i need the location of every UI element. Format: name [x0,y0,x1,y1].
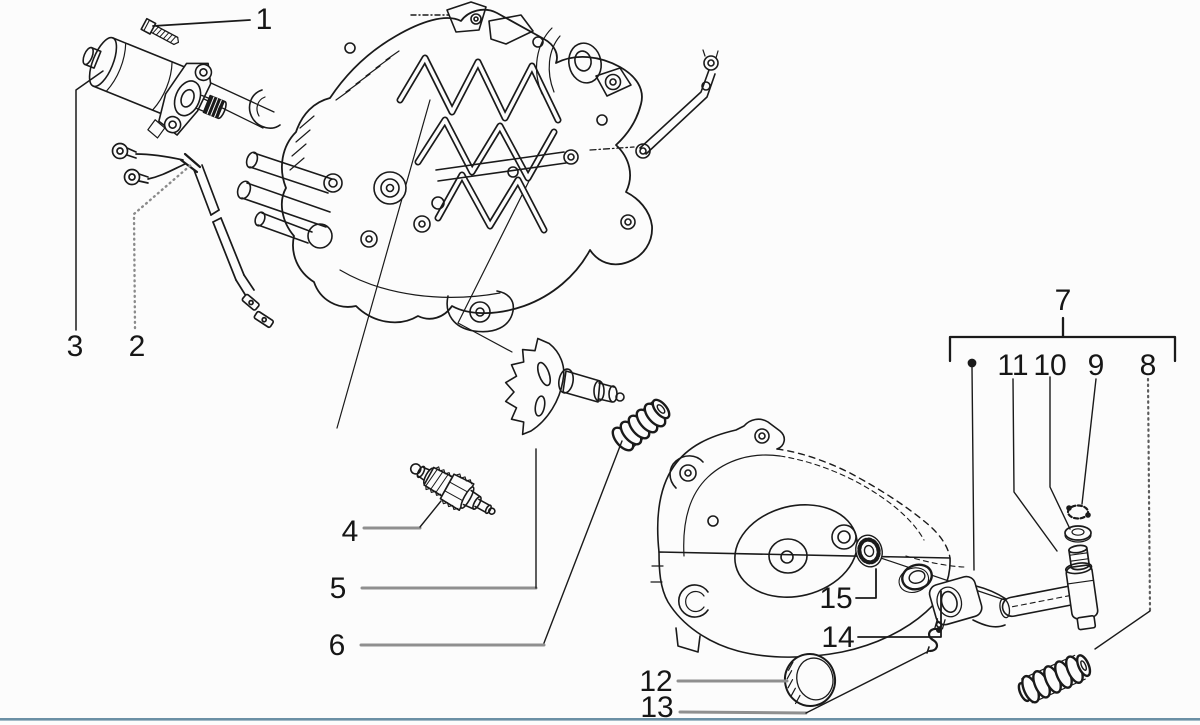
part-label-1: 1 [256,3,273,36]
part-label-9: 9 [1088,349,1105,382]
part-label-15: 15 [819,582,852,615]
part-label-3: 3 [67,330,84,363]
kickstart-sector-gear-illustration [504,337,625,436]
footer-rule [0,718,1200,721]
starter-coil-spring-illustration [611,398,671,452]
return-spring-illustration [1017,654,1092,704]
part-label-12: 12 [639,665,672,698]
kickstart-lever-illustration [928,562,1099,631]
starter-pinion-illustration [409,463,496,515]
part-label-6: 6 [329,629,346,662]
washer-10-illustration [1064,525,1092,543]
leader-lines [75,19,1177,715]
part-label-2: 2 [129,330,146,363]
lever-bullet-marker [967,358,977,368]
part-label-10: 10 [1033,349,1066,382]
part-label-8: 8 [1140,349,1157,382]
part-label-5: 5 [330,572,347,605]
part-label-7: 7 [1055,284,1072,317]
transmission-cover-illustration [650,418,1006,658]
part-callouts: 1 2 3 4 5 6 7 8 9 10 11 12 13 14 15 [67,3,1157,724]
washer-14-illustration [898,563,933,594]
starter-cable-illustration [111,142,275,329]
washer-15-illustration [855,534,883,568]
part-label-4: 4 [342,515,359,548]
part-label-11: 11 [997,349,1028,382]
crankcase-illustration [199,1,719,429]
rubber-plug-illustration [783,653,837,707]
clip-9-illustration [1066,504,1091,520]
part-label-14: 14 [821,621,854,654]
group-bracket-7 [948,316,1177,363]
clip-13-illustration [926,626,942,654]
starter-bolt-illustration [140,17,180,46]
starter-motor-illustration [82,17,227,139]
bushing-11-illustration [1068,544,1091,571]
